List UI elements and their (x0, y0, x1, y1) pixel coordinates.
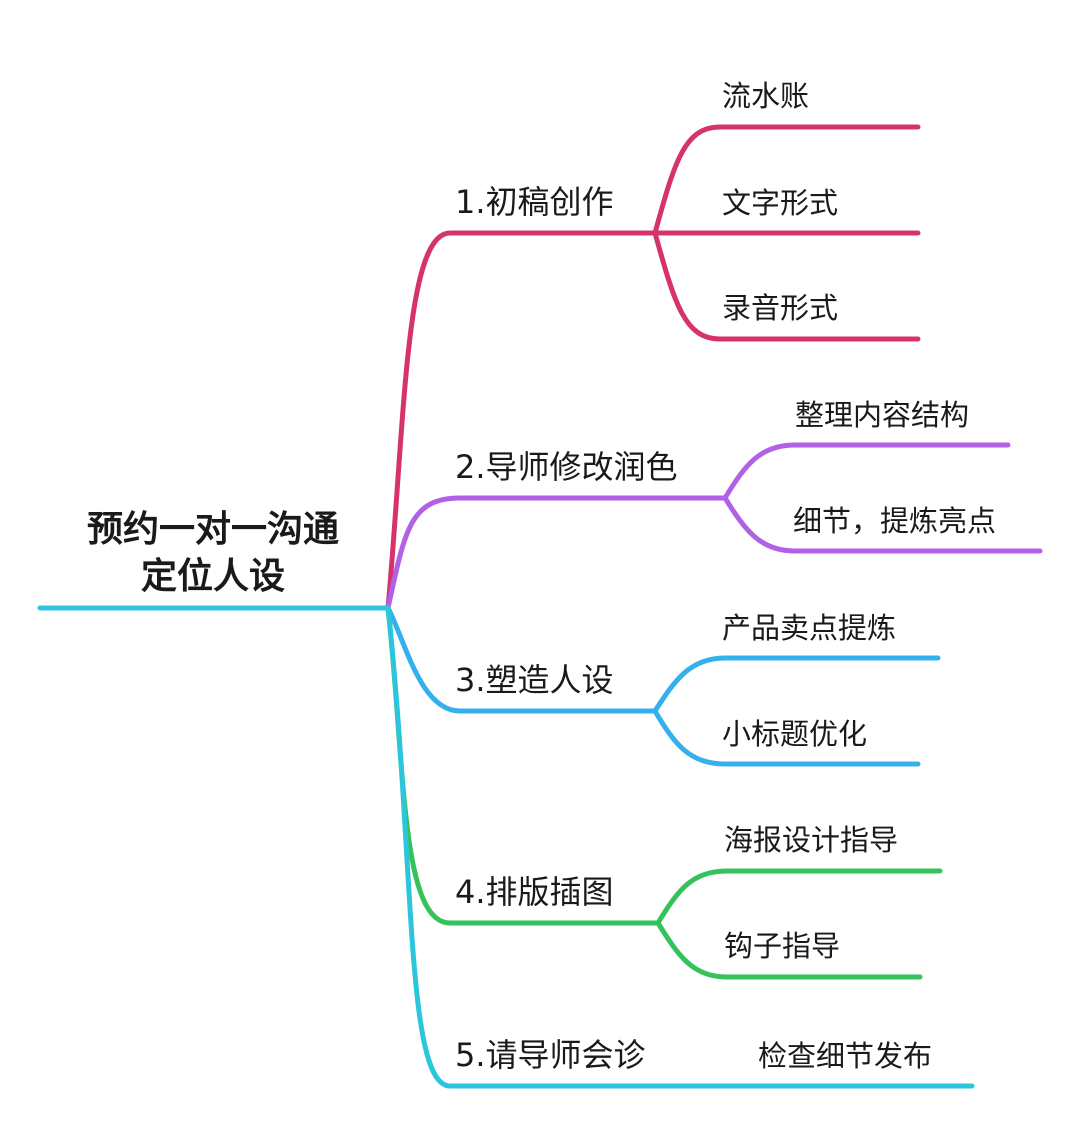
labels: 预约一对一沟通 定位人设 1.初稿创作 2.导师修改润色 3.塑造人设 4.排版… (87, 79, 996, 1074)
leaf-4-1: 海报设计指导 (724, 823, 898, 857)
edge-b3-c1 (652, 655, 941, 714)
root-title-line-2: 定位人设 (141, 556, 285, 597)
edge-root-branch-2 (385, 495, 728, 611)
edge-root-branch-5 (385, 605, 975, 1089)
edge-root-branch-1 (385, 230, 658, 611)
leaf-2-1: 整理内容结构 (795, 398, 969, 432)
leaf-2-2: 细节，提炼亮点 (793, 504, 996, 538)
edges (37, 124, 1043, 1089)
edge-b3-c2 (652, 708, 921, 767)
leaf-3-2: 小标题优化 (722, 717, 867, 751)
leaf-1-1: 流水账 (722, 79, 809, 113)
branch-1-label: 1.初稿创作 (455, 183, 614, 221)
edge-b4-c1 (655, 868, 943, 926)
edge-root-branch-3 (385, 605, 658, 714)
branch-4-label: 4.排版插图 (455, 873, 614, 911)
edge-b1-c3 (652, 230, 921, 342)
leaf-5-1: 检查细节发布 (758, 1039, 932, 1073)
edge-b2-c1 (722, 442, 1011, 501)
root-title-line-1: 预约一对一沟通 (87, 509, 339, 550)
edge-b2-c2 (722, 495, 1043, 554)
edge-b1-c1 (652, 124, 921, 236)
branch-2-label: 2.导师修改润色 (455, 448, 678, 486)
branch-3-label: 3.塑造人设 (455, 661, 614, 699)
leaf-4-2: 钩子指导 (724, 929, 840, 963)
edge-b4-c2 (655, 920, 923, 980)
branch-5-label: 5.请导师会诊 (455, 1036, 646, 1074)
leaf-3-1: 产品卖点提炼 (722, 611, 896, 645)
leaf-1-2: 文字形式 (722, 186, 838, 220)
leaf-1-3: 录音形式 (722, 291, 838, 325)
